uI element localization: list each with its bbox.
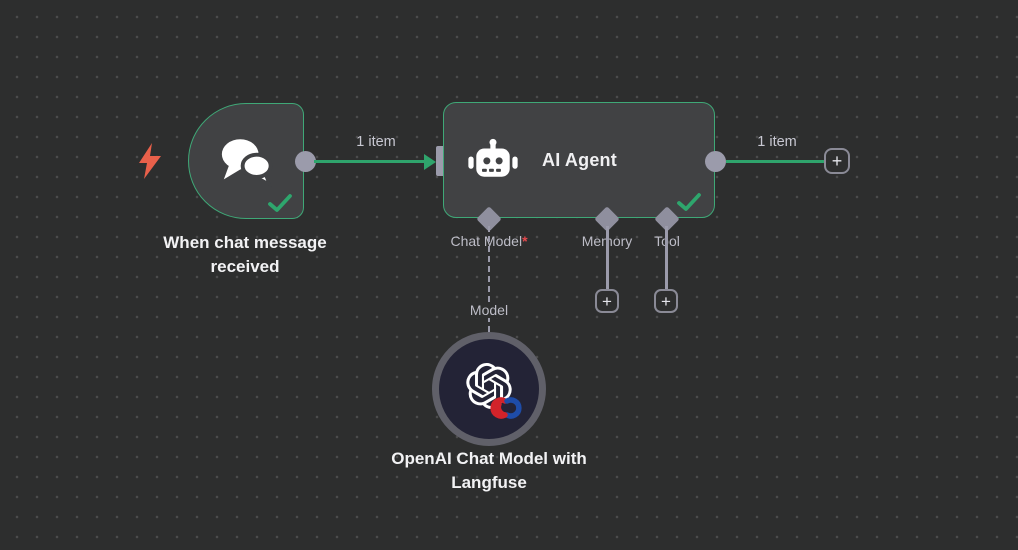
add-memory-button[interactable]: + xyxy=(595,289,619,313)
tool-connection-stub xyxy=(665,226,668,289)
connection-arrowhead-icon xyxy=(424,153,436,170)
node-ai-agent[interactable]: AI Agent xyxy=(443,102,715,218)
success-checkmark-icon xyxy=(268,194,292,212)
output-items-label: 1 item xyxy=(757,134,797,150)
chat-model-port-label: Chat Model* xyxy=(434,233,544,249)
agent-output-connector[interactable] xyxy=(705,151,726,172)
langfuse-logo-icon xyxy=(490,397,522,419)
connection-trigger-to-agent[interactable] xyxy=(314,160,426,163)
connection-agent-output[interactable] xyxy=(726,160,824,163)
robot-icon xyxy=(468,138,518,177)
trigger-bolt-icon xyxy=(139,143,161,179)
required-asterisk: * xyxy=(522,233,528,249)
model-port-text: Model xyxy=(466,302,512,318)
agent-input-connector[interactable] xyxy=(436,146,447,176)
agent-node-title: AI Agent xyxy=(542,149,617,170)
model-node-caption[interactable]: OpenAI Chat Model with Langfuse xyxy=(391,449,587,493)
connection-agent-to-model[interactable] xyxy=(488,226,490,342)
model-port-label: Model xyxy=(434,302,544,318)
memory-connection-stub xyxy=(606,226,609,289)
connection-items-label: 1 item xyxy=(356,134,396,150)
trigger-output-connector[interactable] xyxy=(295,151,316,172)
chat-bubbles-icon xyxy=(221,139,273,188)
add-tool-button[interactable]: + xyxy=(654,289,678,313)
success-checkmark-icon xyxy=(677,193,701,211)
node-openai-chat-model[interactable] xyxy=(432,332,546,446)
add-next-node-button[interactable]: + xyxy=(824,148,850,174)
node-chat-trigger[interactable] xyxy=(188,103,304,219)
trigger-node-caption[interactable]: When chat message received xyxy=(163,233,327,277)
chat-model-port-text: Chat Model xyxy=(450,233,523,249)
